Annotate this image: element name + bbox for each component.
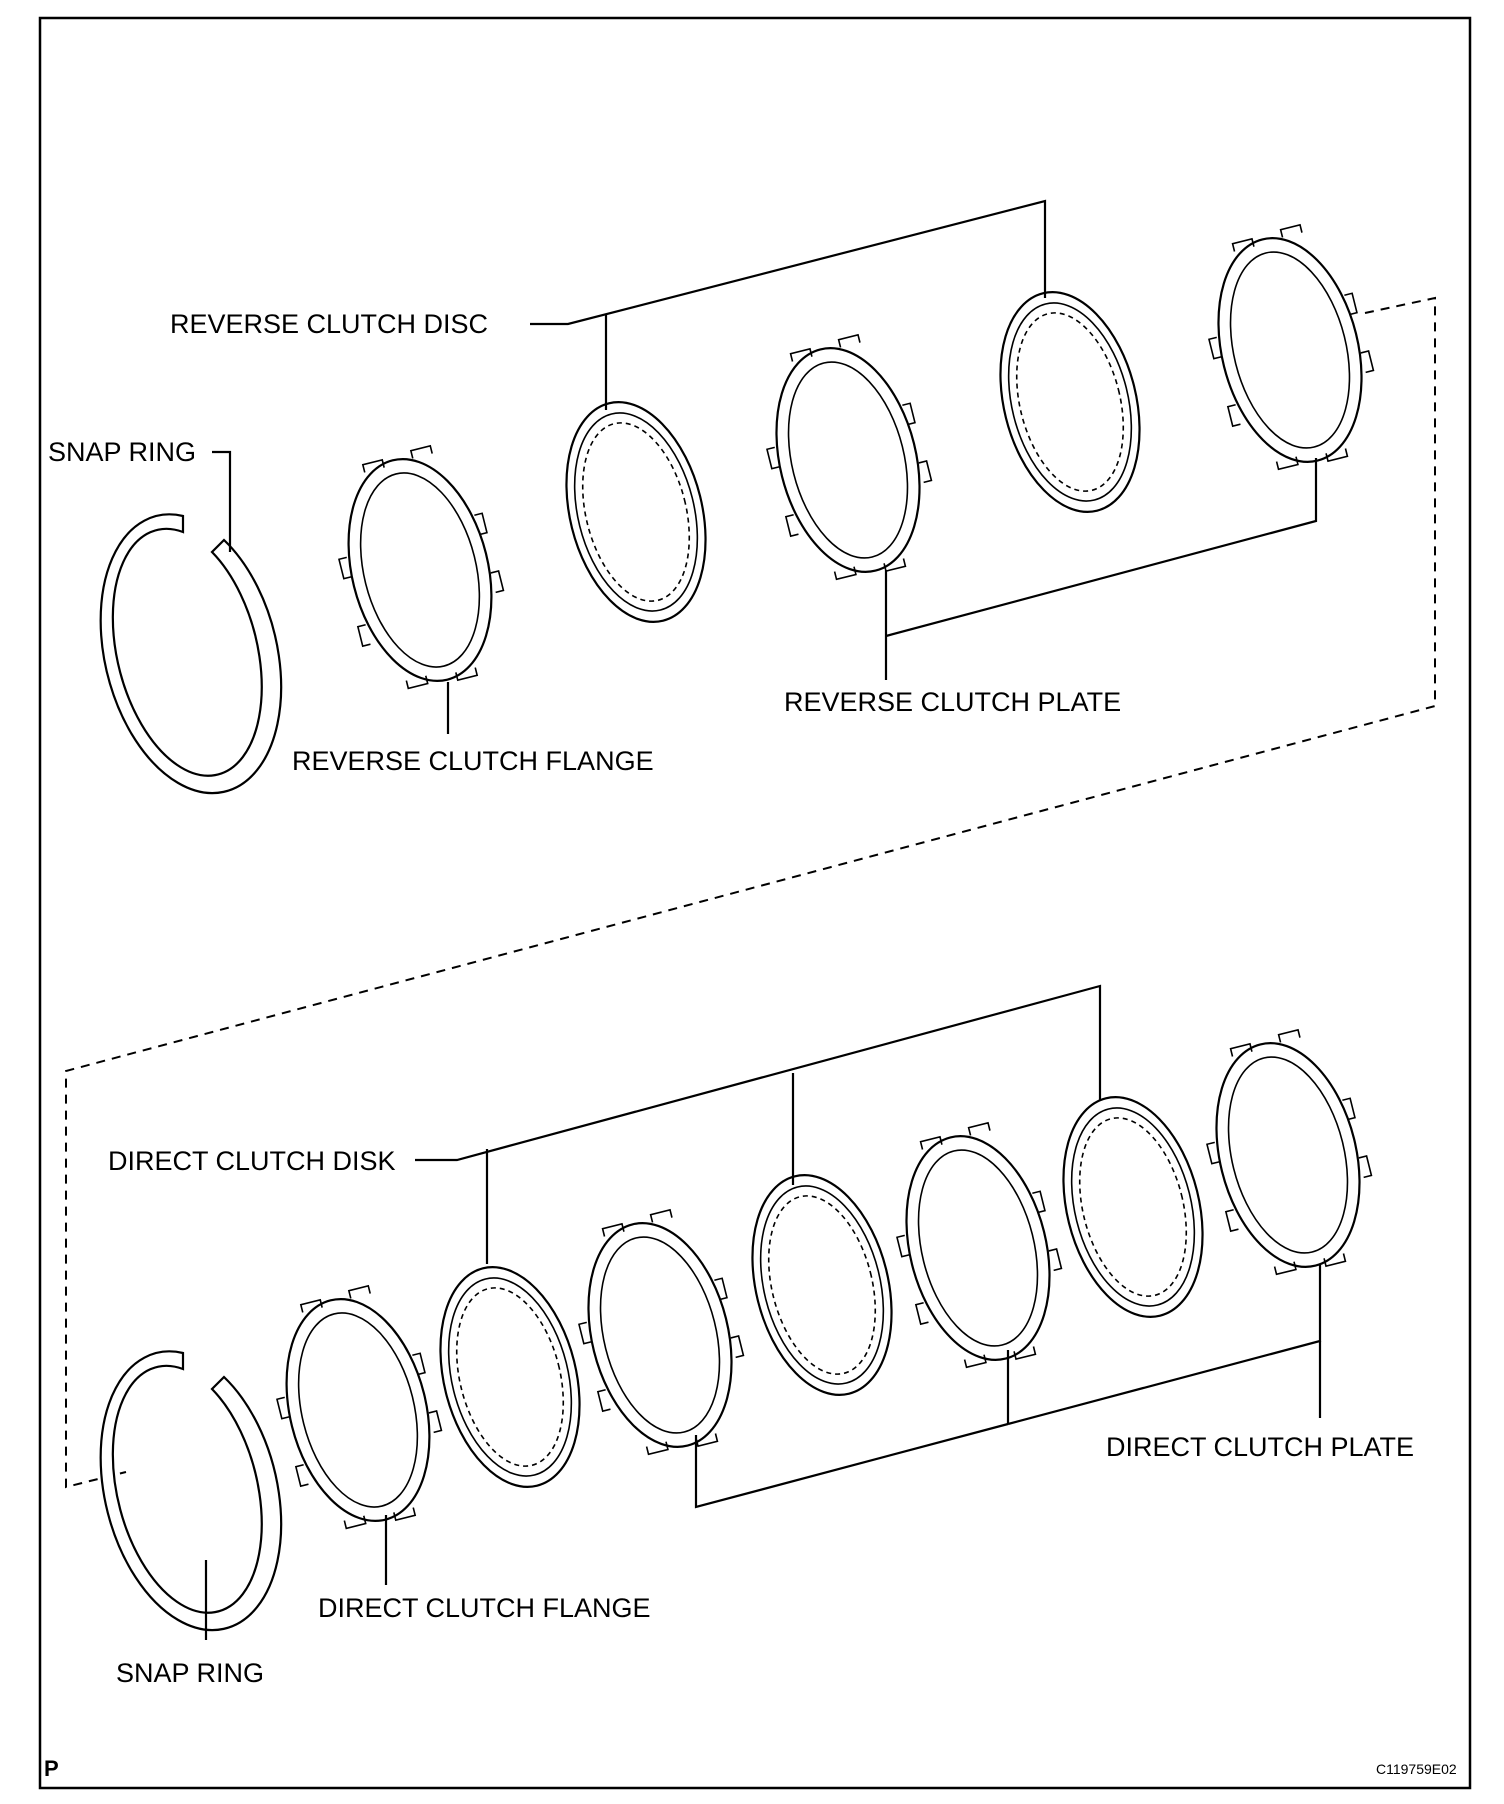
reverse-clutch-plate-1	[766, 333, 933, 581]
snap-ring-bottom	[99, 1350, 283, 1632]
direct-clutch-flange	[276, 1284, 443, 1530]
reverse-clutch-disc-2	[999, 291, 1141, 513]
reverse-clutch-plate-2	[1208, 223, 1375, 471]
direct-clutch-plate-3	[1206, 1028, 1373, 1276]
label-reverse-clutch-disc: REVERSE CLUTCH DISC	[170, 309, 488, 339]
label-direct-clutch-flange: DIRECT CLUTCH FLANGE	[318, 1593, 651, 1623]
snap-ring-top	[99, 513, 283, 795]
label-snap-ring-top: SNAP RING	[48, 437, 196, 467]
reverse-clutch-disc-1	[565, 401, 707, 623]
direct-clutch-plate-1	[578, 1208, 745, 1456]
corner-mark: P	[44, 1756, 59, 1781]
reverse-clutch-flange	[338, 444, 505, 690]
label-direct-clutch-plate: DIRECT CLUTCH PLATE	[1106, 1432, 1414, 1462]
diagram-frame	[38, 16, 1472, 1790]
label-reverse-clutch-flange: REVERSE CLUTCH FLANGE	[292, 746, 654, 776]
figure-code: C119759E02	[1376, 1761, 1457, 1777]
direct-clutch-plate-2	[896, 1121, 1063, 1369]
direct-clutch-disk-1	[439, 1266, 581, 1488]
label-snap-ring-bottom: SNAP RING	[116, 1658, 264, 1688]
label-direct-clutch-disk: DIRECT CLUTCH DISK	[108, 1146, 396, 1176]
direct-clutch-disk-3	[1062, 1096, 1204, 1318]
bottom-leaders	[204, 984, 1322, 1640]
bottom-parts	[99, 1028, 1373, 1632]
label-reverse-clutch-plate: REVERSE CLUTCH PLATE	[784, 687, 1121, 717]
assembly-dashed-line	[65, 296, 1436, 1489]
direct-clutch-disk-2	[751, 1174, 893, 1396]
top-leaders	[212, 199, 1318, 734]
top-parts	[99, 223, 1375, 795]
